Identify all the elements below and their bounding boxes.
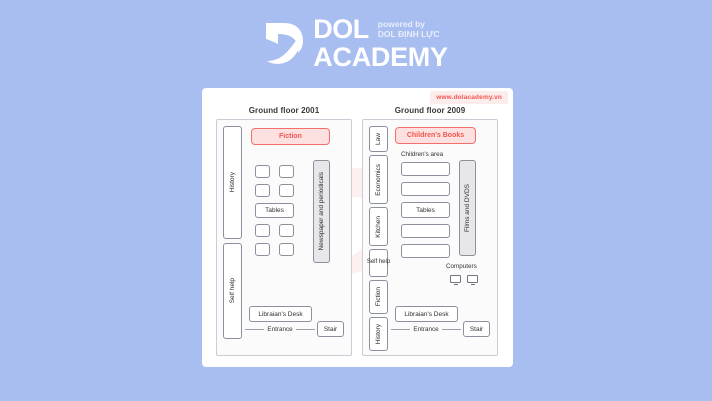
seat-box[interactable]: [255, 243, 270, 256]
stair-2001[interactable]: Stair: [317, 321, 344, 337]
entrance-2009: Entrance: [391, 326, 462, 333]
brand-header: DOL powered by DOL ĐỊNH LỰC ACADEMY: [0, 14, 712, 72]
entrance-label: Entrance: [267, 326, 293, 333]
powered-by-line2: DOL ĐỊNH LỰC: [377, 28, 440, 39]
shelf-newspaper-periodicals-2001[interactable]: Newspaper and periodicals: [313, 160, 330, 263]
seat-box[interactable]: [255, 165, 270, 178]
computer-monitor-icon[interactable]: [450, 275, 461, 285]
brand-name-dol: DOL: [313, 13, 369, 44]
monitor-screen: [467, 275, 478, 283]
childrens-row-box[interactable]: [401, 244, 450, 258]
entrance-label: Entrance: [413, 326, 439, 333]
shelf-fiction-2009[interactable]: Fiction: [369, 280, 388, 314]
shelf-history-2009[interactable]: History: [369, 317, 388, 351]
shelf-law-2009[interactable]: Law: [369, 126, 388, 152]
shelf-label: Law: [374, 133, 382, 145]
desk-label: Libraian's Desk: [258, 310, 303, 318]
tables-label: Tables: [265, 207, 284, 214]
floor-title-2001: Ground floor 2001: [248, 106, 320, 115]
tables-label: Tables: [416, 206, 435, 214]
desk-label: Libraian's Desk: [404, 310, 449, 318]
brand-name-academy: ACADEMY: [313, 41, 448, 72]
stair-2009[interactable]: Stair: [463, 321, 490, 337]
highlight-label: Fiction: [279, 133, 302, 140]
shelf-label: Self help: [228, 278, 236, 304]
shelf-self-help-2001[interactable]: Self help: [223, 243, 242, 339]
powered-by-line1: powered by: [377, 18, 426, 29]
monitor-stand: [470, 283, 475, 285]
shelf-economics-2009[interactable]: Economics: [369, 155, 388, 204]
childrens-area-label: Children's area: [401, 151, 444, 158]
stair-label: Stair: [469, 325, 484, 333]
entrance-line-left: [245, 329, 265, 330]
entrance-line-right: [441, 329, 462, 330]
floor-plan-2009: Ground floor 2009 Law Economics Kitchen …: [362, 106, 498, 356]
librarians-desk-2001[interactable]: Libraian's Desk: [249, 306, 312, 322]
childrens-row-box[interactable]: [401, 224, 450, 238]
entrance-line-right: [295, 329, 316, 330]
seat-box[interactable]: [279, 165, 294, 178]
entrance-2001: Entrance: [245, 326, 316, 333]
floor-area-2009: Law Economics Kitchen Self help Fiction …: [362, 119, 498, 356]
shelf-label: Self help: [366, 259, 391, 266]
floor-plans: Ground floor 2001 History Self help Fict…: [216, 106, 499, 356]
floor-plan-2001: Ground floor 2001 History Self help Fict…: [216, 106, 352, 356]
brand-logo: DOL powered by DOL ĐỊNH LỰC ACADEMY: [264, 13, 448, 72]
seat-box[interactable]: [279, 224, 294, 237]
highlight-childrens-books-2009[interactable]: Children's Books: [395, 127, 476, 144]
monitor-stand: [453, 283, 458, 285]
monitor-screen: [450, 275, 461, 283]
seat-box[interactable]: [279, 184, 294, 197]
entrance-line-left: [391, 329, 411, 330]
shelf-label: Films and DVDS: [463, 183, 471, 233]
tables-area-2001[interactable]: Tables: [255, 203, 294, 218]
childrens-row-box[interactable]: [401, 182, 450, 196]
shelf-history-2001[interactable]: History: [223, 126, 242, 239]
brand-wordmark: DOL powered by DOL ĐỊNH LỰC ACADEMY: [313, 13, 448, 72]
computer-monitor-icon[interactable]: [467, 275, 478, 285]
brand-powered-by: powered by DOL ĐỊNH LỰC: [378, 16, 440, 39]
shelf-label: Kitchen: [374, 215, 382, 238]
floor-area-2001: History Self help Fiction Newspaper and …: [216, 119, 352, 356]
tables-area-2009[interactable]: Tables: [401, 202, 450, 218]
shelf-self-help-2009[interactable]: Self help: [366, 249, 391, 277]
floor-title-2009: Ground floor 2009: [394, 106, 466, 115]
stair-label: Stair: [323, 325, 338, 333]
diagram-card: www.dolacademy.vn Ground floor 2001 Hist…: [202, 88, 513, 367]
website-url-badge: www.dolacademy.vn: [430, 91, 508, 104]
highlight-fiction-2001[interactable]: Fiction: [251, 128, 330, 145]
seat-box[interactable]: [255, 184, 270, 197]
shelf-label: History: [374, 323, 382, 345]
shelf-kitchen-2009[interactable]: Kitchen: [369, 207, 388, 246]
shelf-label: Economics: [374, 163, 382, 196]
computers-label: Computers: [446, 263, 477, 270]
dol-leaf-mark-icon: [264, 20, 304, 66]
childrens-row-box[interactable]: [401, 162, 450, 176]
librarians-desk-2009[interactable]: Libraian's Desk: [395, 306, 458, 322]
seat-box[interactable]: [255, 224, 270, 237]
shelf-label: Newspaper and periodicals: [317, 172, 325, 251]
highlight-label: Children's Books: [406, 132, 465, 139]
shelf-label: Fiction: [374, 287, 382, 307]
shelf-films-dvds-2009[interactable]: Films and DVDS: [459, 160, 476, 256]
seat-box[interactable]: [279, 243, 294, 256]
shelf-label: History: [228, 172, 236, 193]
